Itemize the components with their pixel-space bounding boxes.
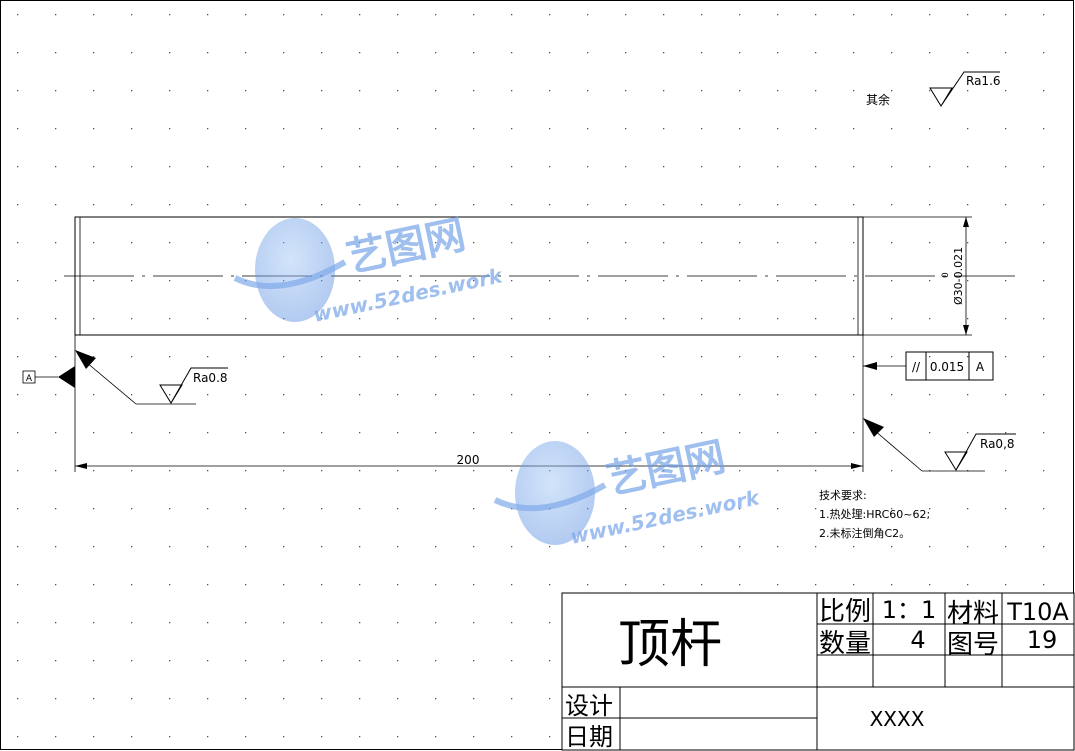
left-surface-finish: Ra0.8 bbox=[75, 350, 228, 405]
technical-requirements: 技术要求: 1.热处理:HRC60~62; 2.未标注倒角C2。 bbox=[819, 489, 930, 540]
tech-req-title: 技术要求: bbox=[819, 489, 867, 502]
scale-value: 1：1 bbox=[882, 596, 937, 624]
tech-req-item-2: 2.未标注倒角C2。 bbox=[819, 526, 910, 540]
quantity-label: 数量 bbox=[819, 629, 871, 659]
datum-marker: A bbox=[22, 366, 75, 388]
drawing-no-label: 图号 bbox=[947, 630, 999, 660]
watermark-globe-icon bbox=[255, 218, 335, 322]
tech-req-item-1: 1.热处理:HRC60~62; bbox=[819, 508, 930, 521]
material-label: 材料 bbox=[947, 599, 999, 629]
watermark-globe-icon bbox=[515, 441, 595, 545]
left-finish-value: Ra0.8 bbox=[193, 371, 228, 385]
datum-label: A bbox=[26, 374, 33, 384]
part-name: 顶杆 bbox=[618, 615, 722, 675]
date-label: 日期 bbox=[565, 723, 613, 751]
title-block: 顶杆 比例 1：1 材料 T10A 数量 4 图号 19 设计 日期 XXXX bbox=[561, 592, 1075, 751]
drawing-no-value: 19 bbox=[1027, 626, 1058, 654]
length-dimension: 200 bbox=[74, 335, 864, 472]
material-value: T10A bbox=[1006, 598, 1069, 626]
tolerance-value: 0.015 bbox=[930, 360, 964, 374]
general-finish-value: Ra1.6 bbox=[966, 74, 1001, 88]
right-surface-finish: Ra0,8 bbox=[863, 418, 1016, 472]
diameter-dimension: Ø30-0.021 0 bbox=[863, 216, 972, 336]
tolerance-frame: // 0.015 A bbox=[863, 351, 994, 381]
general-surface-finish: 其余 Ra1.6 bbox=[866, 71, 1001, 107]
shaft-view bbox=[64, 216, 1015, 336]
diameter-value: Ø30-0.021 bbox=[952, 247, 965, 305]
diameter-upper-tol: 0 bbox=[941, 272, 951, 278]
right-finish-value: Ra0,8 bbox=[980, 437, 1015, 451]
quantity-value: 4 bbox=[910, 626, 925, 654]
tolerance-datum: A bbox=[976, 360, 985, 374]
designer-label: 设计 bbox=[565, 692, 613, 720]
tolerance-symbol: // bbox=[912, 360, 921, 374]
scale-label: 比例 bbox=[819, 597, 871, 627]
length-value: 200 bbox=[457, 453, 480, 467]
company-name: XXXX bbox=[870, 707, 925, 731]
general-finish-label: 其余 bbox=[866, 92, 890, 107]
